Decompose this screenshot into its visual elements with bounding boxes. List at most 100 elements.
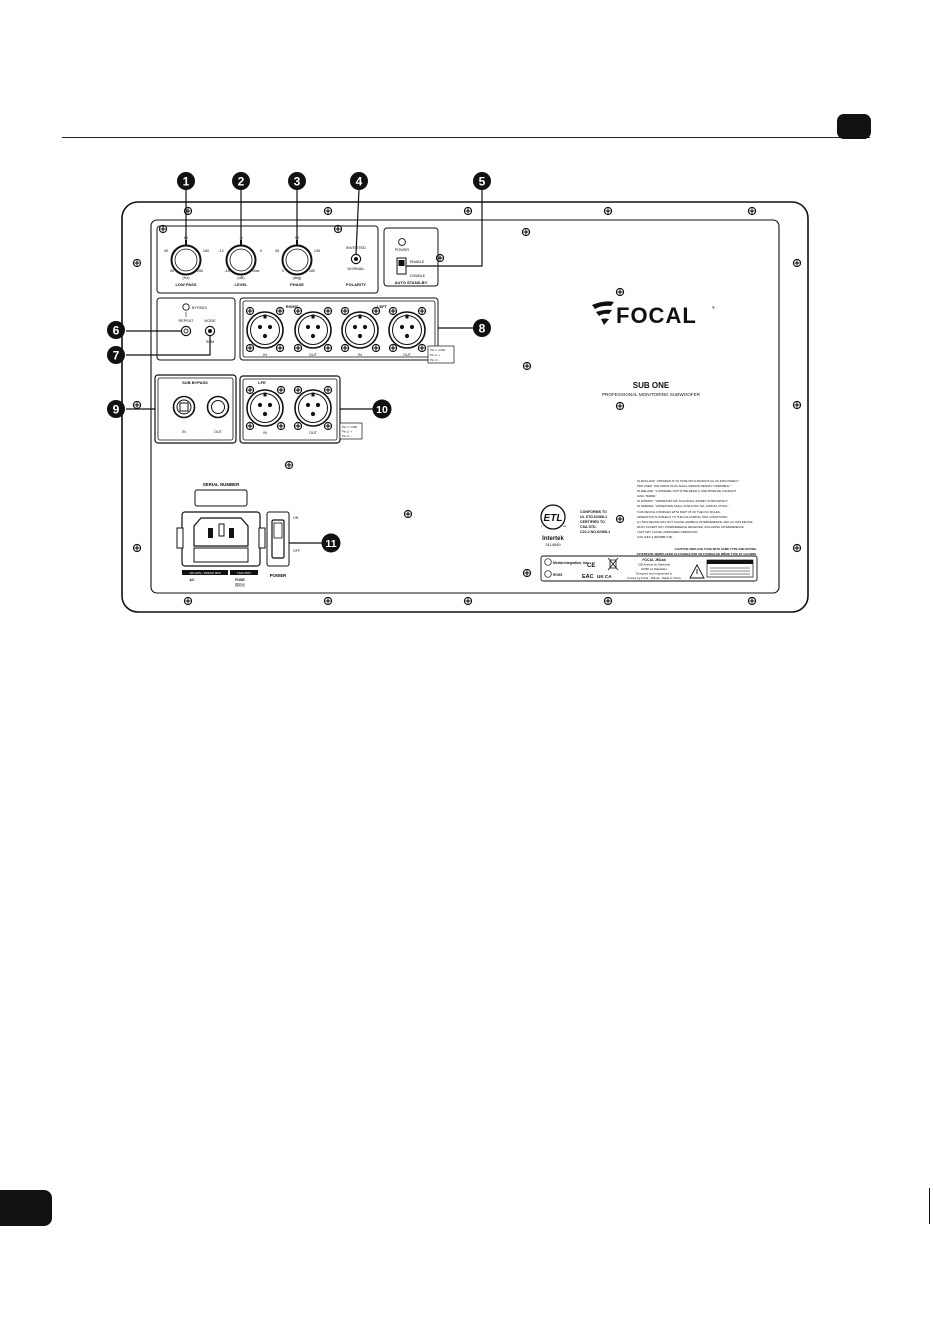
callout-2: 2 — [232, 172, 250, 190]
importer-name: Media Integration, Inc. — [553, 561, 589, 565]
level-right: 0 — [260, 249, 262, 253]
phase-left: 45 — [275, 249, 279, 253]
svg-text:7: 7 — [113, 349, 120, 363]
phase-unit: (deg) — [293, 276, 303, 280]
product-subtitle: PROFESSIONAL MONITORING SUBWOOFER — [602, 392, 701, 397]
bypass-label: BYPASS — [192, 306, 207, 310]
right-out-xlr[interactable] — [294, 311, 332, 349]
rating-band — [182, 570, 228, 575]
conforms-line-3: CERTIFIED TO — [580, 520, 605, 524]
xlr-pin-3: Pin 3: - — [430, 358, 440, 362]
low-pass-bl: 30 — [170, 269, 174, 273]
low-pass-right: 160 — [203, 249, 209, 253]
lfe-out-xlr[interactable] — [294, 389, 332, 427]
phase-bl: 0 — [282, 269, 284, 273]
polarity-switch[interactable] — [350, 253, 362, 265]
low-pass-label: LOW PASS — [175, 282, 196, 287]
lfe-in-xlr[interactable] — [246, 389, 284, 427]
polarity-normal: NORMAL — [347, 266, 365, 271]
lfe-in-label: IN — [263, 431, 267, 435]
weee-bin-icon — [607, 557, 619, 571]
address-line-4: France by Focal - JMLab - Made in China — [627, 576, 681, 580]
callout-3: 3 — [288, 172, 306, 190]
callout-5: 5 — [473, 172, 491, 190]
serial-label: SERIAL NUMBER — [203, 482, 240, 487]
svg-text:1: 1 — [183, 175, 190, 189]
mode-switch[interactable] — [204, 325, 216, 337]
auto-standby-enable: ENABLE — [410, 260, 425, 264]
left-out-label: OUT — [403, 353, 412, 357]
controls-box — [156, 225, 379, 294]
fuse-band — [230, 570, 258, 575]
auto-standby-switch[interactable] — [396, 257, 407, 275]
warning-triangle-icon — [689, 564, 705, 579]
level-unit: (dB) — [237, 276, 245, 280]
svg-text:®: ® — [712, 305, 715, 310]
header-rule — [62, 137, 870, 138]
phase-right: 135 — [314, 249, 320, 253]
callout-1: 1 — [177, 172, 195, 190]
callout-8: 8 — [473, 319, 491, 337]
warning-line-5: IN NORWAY: "APPARATET MÅ TILKOPLES JORDE… — [637, 498, 728, 503]
power-switch-bezel — [266, 511, 290, 567]
warning-line-3: IN IRELAND: "L'APPAREIL DOIT ÊTRE RELIÉ … — [637, 488, 736, 493]
phase-br: 180 — [309, 269, 315, 273]
svg-text:8: 8 — [479, 322, 486, 336]
level-left: -12 — [218, 249, 224, 253]
callout-4: 4 — [350, 172, 368, 190]
left-in-xlr[interactable] — [341, 311, 379, 349]
manufacturer-plate — [540, 555, 758, 582]
sub-bypass-label: SUB BYPASS — [182, 380, 208, 385]
right-in-label: IN — [263, 353, 267, 357]
auto-standby-box — [383, 227, 439, 287]
caution-line-1: CAUTION: REPLACE FUSE WITH SAME TYPE AND… — [675, 547, 758, 551]
fcc-line-4: MUST ACCEPT ANY INTERFERENCE RECEIVED, I… — [637, 525, 744, 529]
svg-text:6: 6 — [113, 324, 120, 338]
rohs-icon — [544, 570, 552, 578]
bypass-box — [156, 297, 236, 361]
low-pass-br: 250 — [197, 269, 203, 273]
left-in-label: IN — [358, 353, 362, 357]
brand-name: FOCAL — [616, 303, 697, 328]
callout-7: 7 — [107, 346, 125, 364]
panel-inner — [150, 219, 780, 594]
right-in-xlr[interactable] — [246, 311, 284, 349]
xlr-right-label: RIGHT — [286, 304, 299, 309]
lfe-out-label: OUT — [309, 431, 318, 435]
callout-11: 11 — [321, 533, 341, 553]
fcc-line-3: (1) THIS DEVICE MAY NOT CAUSE HARMFUL IN… — [637, 520, 753, 524]
lfe-pin-1: Pin 1: GND — [342, 425, 358, 429]
level-bl: -18 — [224, 269, 230, 273]
xlr-pin-2: Pin 2: + — [430, 353, 441, 357]
xlr-pin-legend — [427, 345, 455, 364]
importer-logo-icon — [544, 558, 552, 566]
svg-text:11: 11 — [325, 538, 336, 550]
address-line-3: Designed and engineered in — [636, 572, 673, 576]
sub-bypass-in-jack[interactable] — [172, 395, 196, 419]
callout-leaders — [126, 188, 483, 544]
serial-plate — [194, 489, 248, 507]
fuse-label-cn: 保险丝 — [235, 582, 246, 587]
callout-9: 9 — [107, 400, 125, 418]
warning-line-2: PRD USED. THE MAINS PLUG SHALL REMAIN RE… — [637, 484, 731, 488]
power-rocker-switch[interactable] — [271, 519, 285, 559]
ce-mark: CE — [587, 563, 595, 569]
power-led-label: POWER — [395, 248, 410, 252]
level-br: Max — [252, 269, 259, 273]
fuse-rating: T2AL/250V — [237, 571, 251, 575]
svg-text:9: 9 — [113, 403, 120, 417]
svg-text:us: us — [563, 524, 567, 528]
iec-power-inlet[interactable] — [176, 511, 266, 567]
intertek-label: Intertek — [542, 536, 564, 542]
repeat-jack[interactable] — [180, 325, 192, 337]
ukca-mark: UK CA — [597, 574, 612, 579]
polarity-label: POLARITY — [346, 282, 367, 287]
sub-bypass-out-jack[interactable] — [206, 395, 230, 419]
left-out-xlr[interactable] — [388, 311, 426, 349]
mains-rating: 100-240V~ 50/60Hz 80W — [189, 571, 221, 575]
low-pass-left: 40 — [164, 249, 168, 253]
svg-text:2: 2 — [238, 175, 245, 189]
power-off-label: OFF — [293, 549, 301, 553]
fcc-line-5: THAT MAY CAUSE UNDESIRED OPERATION. — [637, 530, 698, 534]
